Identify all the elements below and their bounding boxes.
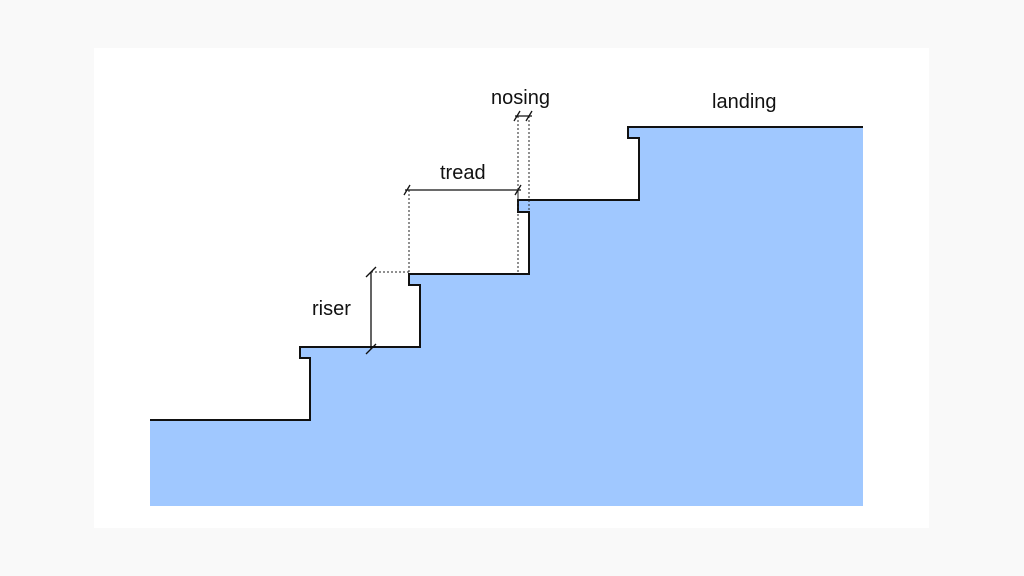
staircase-body	[150, 127, 863, 506]
riser-dimension	[365, 266, 409, 355]
staircase-outline	[150, 126, 863, 421]
nosing-label: nosing	[491, 87, 550, 109]
tread-label: tread	[440, 162, 486, 184]
landing-label: landing	[712, 91, 777, 113]
tread-dimension	[403, 184, 522, 274]
nosing-dimension	[513, 110, 533, 212]
riser-label: riser	[312, 298, 351, 320]
